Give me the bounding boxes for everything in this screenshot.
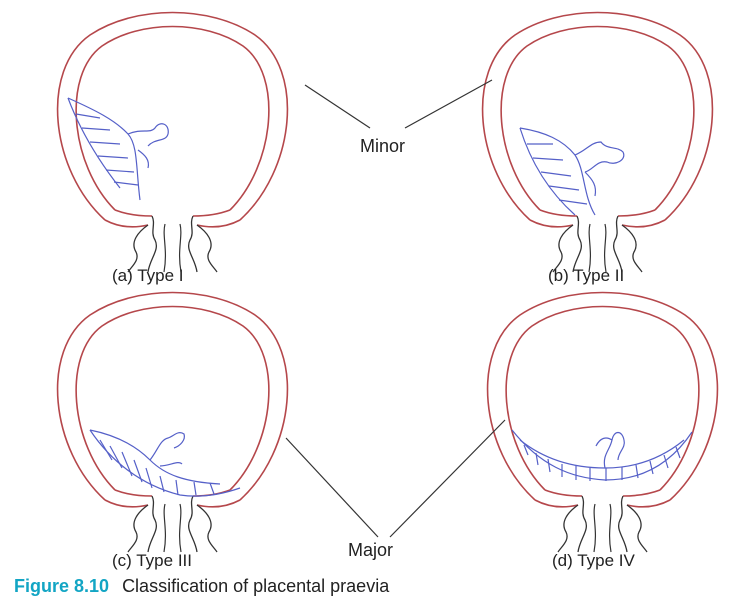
uterus-type-4 [488,293,718,553]
major-label: Major [348,541,393,559]
uterus-type-2 [483,13,713,273]
minor-label: Minor [360,137,405,155]
uterus-type-1 [58,13,288,273]
panel-label-d: (d) Type IV [552,552,635,569]
placenta-type-4 [512,430,692,481]
major-connector [286,420,505,537]
uterus-type-3 [58,293,288,553]
panel-label-c: (c) Type III [112,552,192,569]
placenta-type-1 [68,98,168,200]
figure-number: Figure 8.10 [14,576,109,596]
panel-label-b: (b) Type II [548,267,624,284]
placenta-type-3 [90,430,240,496]
figure-caption-text: Classification of placental praevia [122,576,389,596]
placenta-type-2 [520,128,624,215]
panel-label-a: (a) Type I [112,267,184,284]
minor-connector [305,80,492,128]
figure-caption: Figure 8.10 Classification of placental … [14,577,389,595]
